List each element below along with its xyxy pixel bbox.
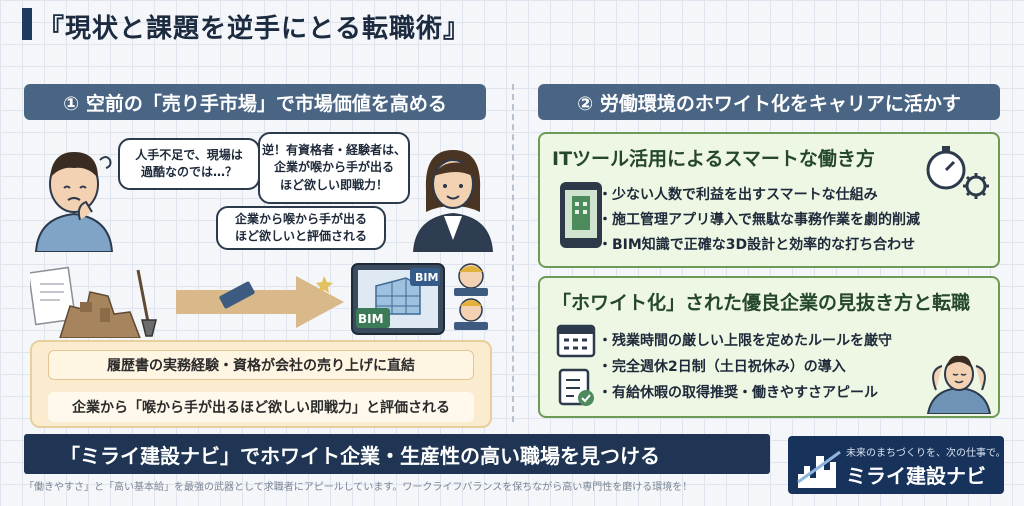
- advisor-woman-icon: [412, 150, 494, 252]
- bubble-line: 企業から喉から手が出る: [234, 211, 367, 226]
- section1-heading: ① 空前の「売り手市場」で市場価値を高める: [24, 84, 486, 120]
- smartphone-app-icon: [560, 182, 602, 248]
- it-bullet-1: 少ない人数で利益を出すスマートな仕組み: [598, 184, 878, 204]
- document-icon: [30, 266, 77, 326]
- evaluation-speech-bubble: 企業から喉から手が出るほど欲しいと評価される: [216, 206, 386, 250]
- bubble-line: 過酷なのでは…？: [140, 165, 237, 179]
- logo-name: ミライ建設ナビ: [846, 464, 986, 488]
- bubble-line: ほど欲しいと評価される: [234, 229, 367, 243]
- calendar-icon: [556, 324, 596, 358]
- city-skyline-logo-icon: [797, 450, 841, 488]
- bim-label-green: BIM: [358, 312, 384, 326]
- relaxed-worker-icon: [926, 355, 992, 414]
- logo-tagline: 未来のまちづくりを、次の仕事で。: [846, 448, 1006, 459]
- page-title: 『現状と課題を逆手にとる転職術』: [38, 14, 471, 44]
- bubble-line: 逆！有資格者・経験者は、: [261, 142, 406, 157]
- bubble-line: 企業が喉から手が出る: [273, 160, 394, 175]
- white-company-card-title: 「ホワイト化」された優良企業の見抜き方と転職: [552, 292, 971, 314]
- section2-heading: ② 労働環境のホワイト化をキャリアに活かす: [538, 84, 1000, 120]
- qualification-badges-icon: [454, 263, 488, 330]
- bottom-subtext: 「働きやすさ」と「高い基本給」を最強の武器として求職者にアピールしています。ワー…: [24, 482, 693, 493]
- checklist-icon: [558, 368, 594, 406]
- highlight-resume: 履歴書の実務経験・資格が会社の売り上げに直結: [48, 350, 474, 380]
- bottom-banner: 「ミライ建設ナビ」でホワイト企業・生産性の高い職場を見つける: [24, 434, 770, 474]
- bim-tablet-icon: [351, 263, 445, 335]
- white-bullet-3: 有給休暇の取得推奨・働きやすさアピール: [598, 382, 878, 402]
- white-bullet-2: 完全週休2日制（土日祝休み）の導入: [598, 356, 846, 376]
- stopwatch-icon: [926, 146, 989, 199]
- it-tools-card-title: ITツール活用によるスマートな働き方: [552, 148, 875, 170]
- bubble-line: ほど欲しい即戦力！: [279, 177, 388, 192]
- highlight-evaluation: 企業から「喉から手が出るほど欲しい即戦力」と評価される: [48, 392, 474, 422]
- bubble-line: 人手不足で、現場は: [135, 147, 243, 162]
- white-bullet-1: 残業時間の厳しい上限を定めたルールを厳守: [598, 330, 892, 350]
- it-bullet-2: 施工管理アプリ導入で無駄な事務作業を劇的削減: [598, 209, 920, 229]
- arrow-icon: [176, 276, 344, 328]
- title-accent-bar: [22, 8, 32, 40]
- rubble-icon: [30, 266, 157, 338]
- it-bullet-3: BIM知識で正確な3D設計と効率的な打ち合わせ: [598, 234, 915, 254]
- gear-icon: [963, 173, 989, 199]
- advisor-speech-bubble: 逆！有資格者・経験者は、企業が喉から手が出るほど欲しい即戦力！: [258, 132, 410, 204]
- worried-worker-icon: [34, 152, 114, 252]
- bim-label-blue: BIM: [415, 271, 439, 284]
- section-divider: [512, 84, 514, 422]
- worker-speech-bubble: 人手不足で、現場は過酷なのでは…？: [118, 138, 260, 190]
- shovel-icon: [136, 269, 150, 323]
